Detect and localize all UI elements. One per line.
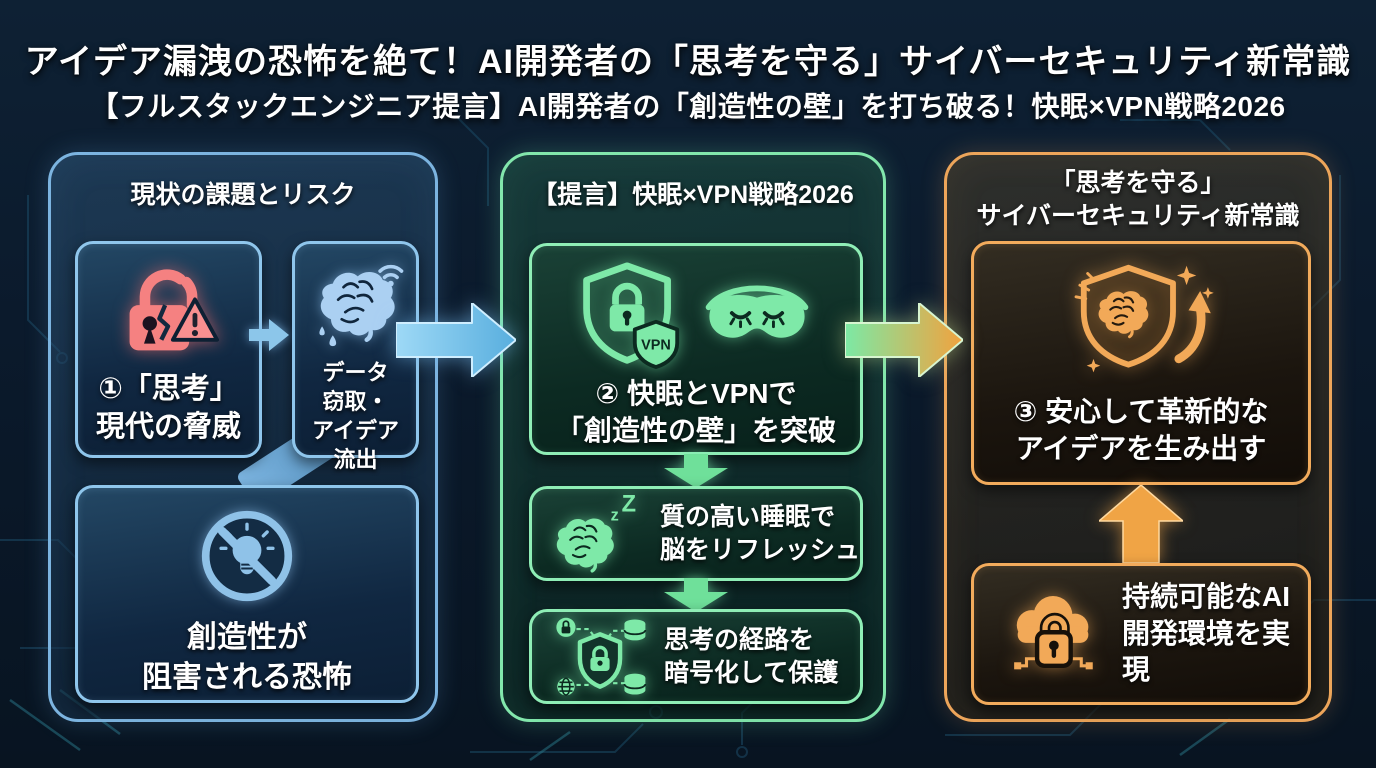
card-creativity-blocked: 創造性が 阻害される恐怖 [75, 485, 419, 703]
zzz-large-glyph: Z [622, 495, 636, 516]
panel-proposal: 【提言】快眠×VPN戦略2026 VPN [500, 152, 886, 722]
card-encrypt-line1: 思考の経路を [664, 625, 815, 654]
panel-outcome-header-line1: 「思考を守る」 [1050, 169, 1226, 197]
card-outcome-line2: アイデアを生み出す [1015, 432, 1267, 464]
sleep-mask-icon [697, 268, 817, 362]
card-encrypt-label: 思考の経路を 暗号化して保護 [664, 624, 838, 690]
no-idea-lightbulb-icon [199, 508, 295, 604]
broken-lock-warning-icon [119, 262, 219, 356]
up-arrow-icon [1099, 485, 1183, 563]
arrow-problems-to-proposal [396, 303, 516, 377]
card-leak-label: データ 窃取・ アイデア 流出 [312, 358, 399, 474]
card-sustain-line1: 持続可能なAI [1122, 580, 1291, 612]
card-sustainable-ai: 持続可能なAI 開発環境を実現 [971, 563, 1311, 705]
card-sustain-line2: 開発環境を実現 [1122, 617, 1291, 686]
card-main-proposal-label: ② 快眠とVPNで 「創造性の壁」を突破 [556, 376, 836, 450]
shield-brain-sparkle-arrow-icon [1066, 258, 1216, 386]
card-safe-innovation: ③ 安心して革新的な アイデアを生み出す [971, 241, 1311, 485]
panel-outcome-header: 「思考を守る」 サイバーセキュリティ新常識 [947, 167, 1329, 233]
card-encrypt-path: 思考の経路を 暗号化して保護 [529, 609, 863, 704]
panel-problems-header: 現状の課題とリスク [130, 181, 356, 209]
shield-lock-vpn-icon: VPN [575, 260, 683, 370]
card-leak-line4: 流出 [333, 447, 378, 473]
card-sleep-vpn-breakthrough: VPN ② 快眠とV [529, 243, 863, 455]
sub-title: 【フルスタックエンジニア提言】AI開発者の「創造性の壁」を打ち破る！快眠×VPN… [90, 91, 1286, 122]
panel-outcome-header-line2: サイバーセキュリティ新常識 [976, 202, 1300, 230]
card-quality-sleep: z Z 質の高い睡眠で 脳をリフレッシュ [529, 486, 863, 581]
cloud-lock-circuit-icon [1000, 588, 1106, 680]
main-title: アイデア漏洩の恐怖を絶て！AI開発者の「思考を守る」サイバーセキュリティ新常識 [24, 43, 1352, 81]
card-encrypt-line2: 暗号化して保護 [664, 658, 839, 687]
sleeping-brain-icon: z Z [552, 490, 644, 573]
encrypted-network-shield-icon [552, 613, 648, 701]
down-arrow-icon [664, 454, 728, 488]
card-threat-line1: ①「思考」 [98, 373, 239, 405]
card-leak-line2: 窃取・ [322, 389, 389, 415]
card-sleep-line2: 脳をリフレッシュ [660, 535, 861, 564]
card-sleep-label: 質の高い睡眠で 脳をリフレッシュ [660, 501, 860, 567]
card-leak-line1: データ [322, 360, 389, 385]
brain-leak-icon [306, 260, 406, 350]
card-sleep-line1: 質の高い睡眠で [660, 502, 836, 531]
arrow-proposal-to-outcome [845, 303, 963, 377]
card-block-label: 創造性が 阻害される恐怖 [142, 618, 352, 697]
panel-outcome: 「思考を守る」 サイバーセキュリティ新常識 [944, 152, 1332, 722]
panel-proposal-header: 【提言】快眠×VPN戦略2026 [532, 181, 854, 209]
down-arrow-icon [664, 578, 728, 612]
card-threat-label: ①「思考」 現代の脅威 [96, 370, 241, 447]
card-outcome-label: ③ 安心して革新的な アイデアを生み出す [1014, 394, 1269, 468]
card-sustain-label: 持続可能なAI 開発環境を実現 [1122, 579, 1308, 690]
card-main-proposal-line1: ② 快眠とVPNで [595, 378, 797, 409]
card-main-proposal-line2: 「創造性の壁」を突破 [555, 414, 836, 446]
card-block-line1: 創造性が [187, 621, 307, 654]
panel-problems: 現状の課題とリスク ①「思考」 現代の脅威 [48, 152, 438, 722]
card-thought-threat: ①「思考」 現代の脅威 [75, 241, 262, 458]
card-block-line2: 阻害される恐怖 [142, 660, 352, 694]
card-threat-line2: 現代の脅威 [95, 411, 241, 444]
vpn-badge-label: VPN [641, 338, 671, 354]
zzz-small-glyph: z [611, 506, 619, 524]
card-outcome-line1: ③ 安心して革新的な [1013, 396, 1269, 427]
card-leak-line3: アイデア [312, 418, 399, 444]
small-right-arrow-icon [249, 319, 289, 351]
proposal-icon-row: VPN [575, 260, 817, 370]
